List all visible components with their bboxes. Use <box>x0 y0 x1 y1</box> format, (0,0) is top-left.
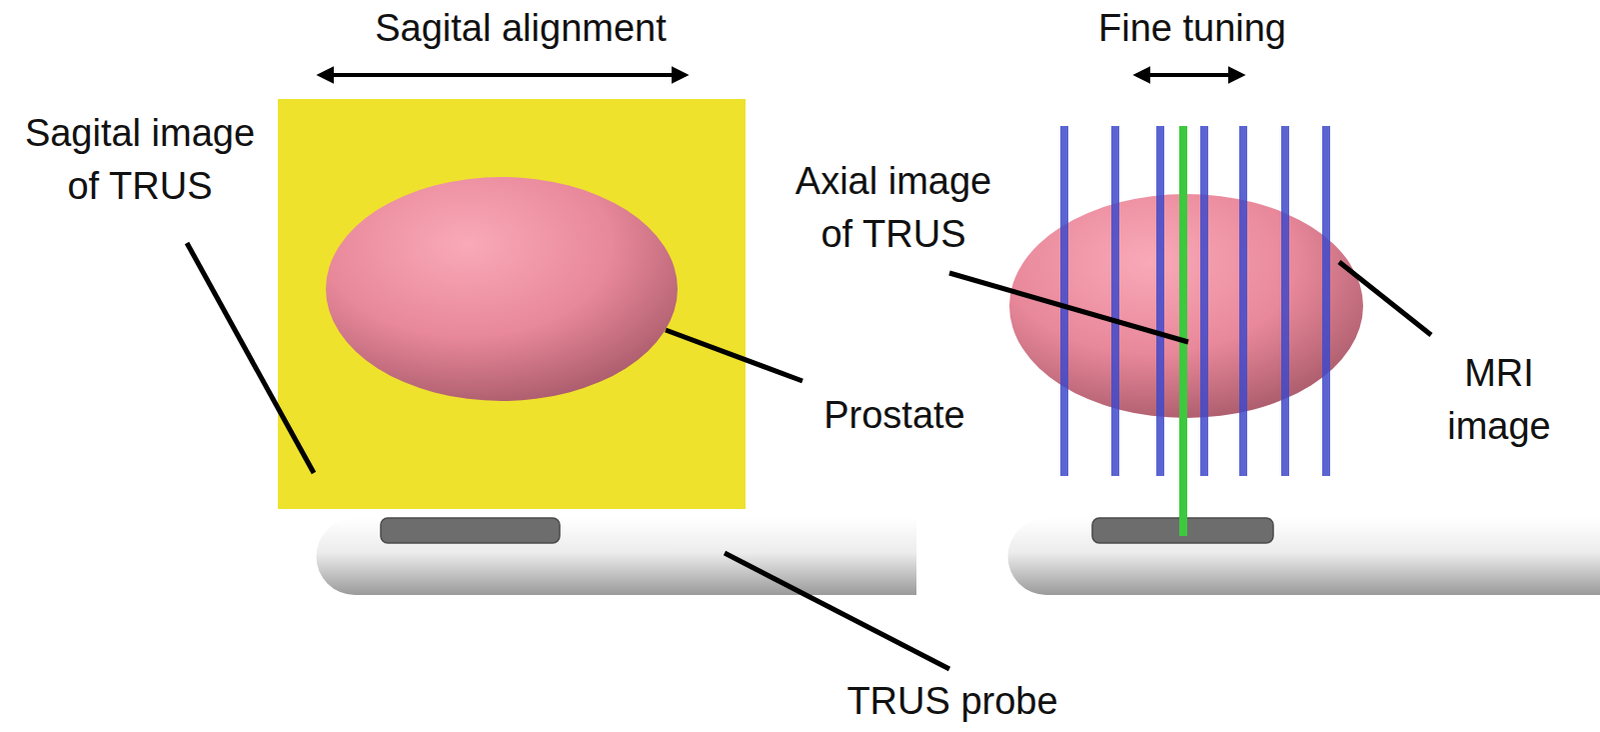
mri-slice <box>1060 125 1069 476</box>
double-arrow <box>319 72 686 77</box>
part-label: TRUS probe <box>752 674 1153 728</box>
mri-slice <box>1281 125 1290 476</box>
mri-slice <box>1156 125 1165 476</box>
trus-probe <box>316 517 918 595</box>
heading-label: Fine tuning <box>992 1 1393 55</box>
mri-slice <box>1111 125 1120 476</box>
probe-transducer <box>380 517 560 543</box>
part-label: Sagital image of TRUS <box>14 106 265 213</box>
leader-line <box>186 242 314 473</box>
trus-probe <box>1008 517 1600 595</box>
mri-slice <box>1239 125 1248 476</box>
axial-image-plane <box>1179 125 1188 536</box>
mri-slice <box>1200 125 1209 476</box>
leader-line <box>724 552 950 669</box>
leader-line <box>1339 261 1432 335</box>
double-arrow <box>1136 72 1243 77</box>
leader-line <box>665 329 803 381</box>
leader-lines <box>186 242 1432 669</box>
part-label: Axial image of TRUS <box>782 154 1005 261</box>
part-label: MRI image <box>1424 346 1575 453</box>
mri-slice <box>1322 125 1331 476</box>
part-label: Prostate <box>744 388 1045 442</box>
sagittal-image-plane <box>277 98 746 509</box>
prostate-shape <box>325 176 678 401</box>
heading-label: Sagital alignment <box>260 1 781 55</box>
leader-line <box>949 272 1189 342</box>
mri-slices <box>1060 125 1331 476</box>
